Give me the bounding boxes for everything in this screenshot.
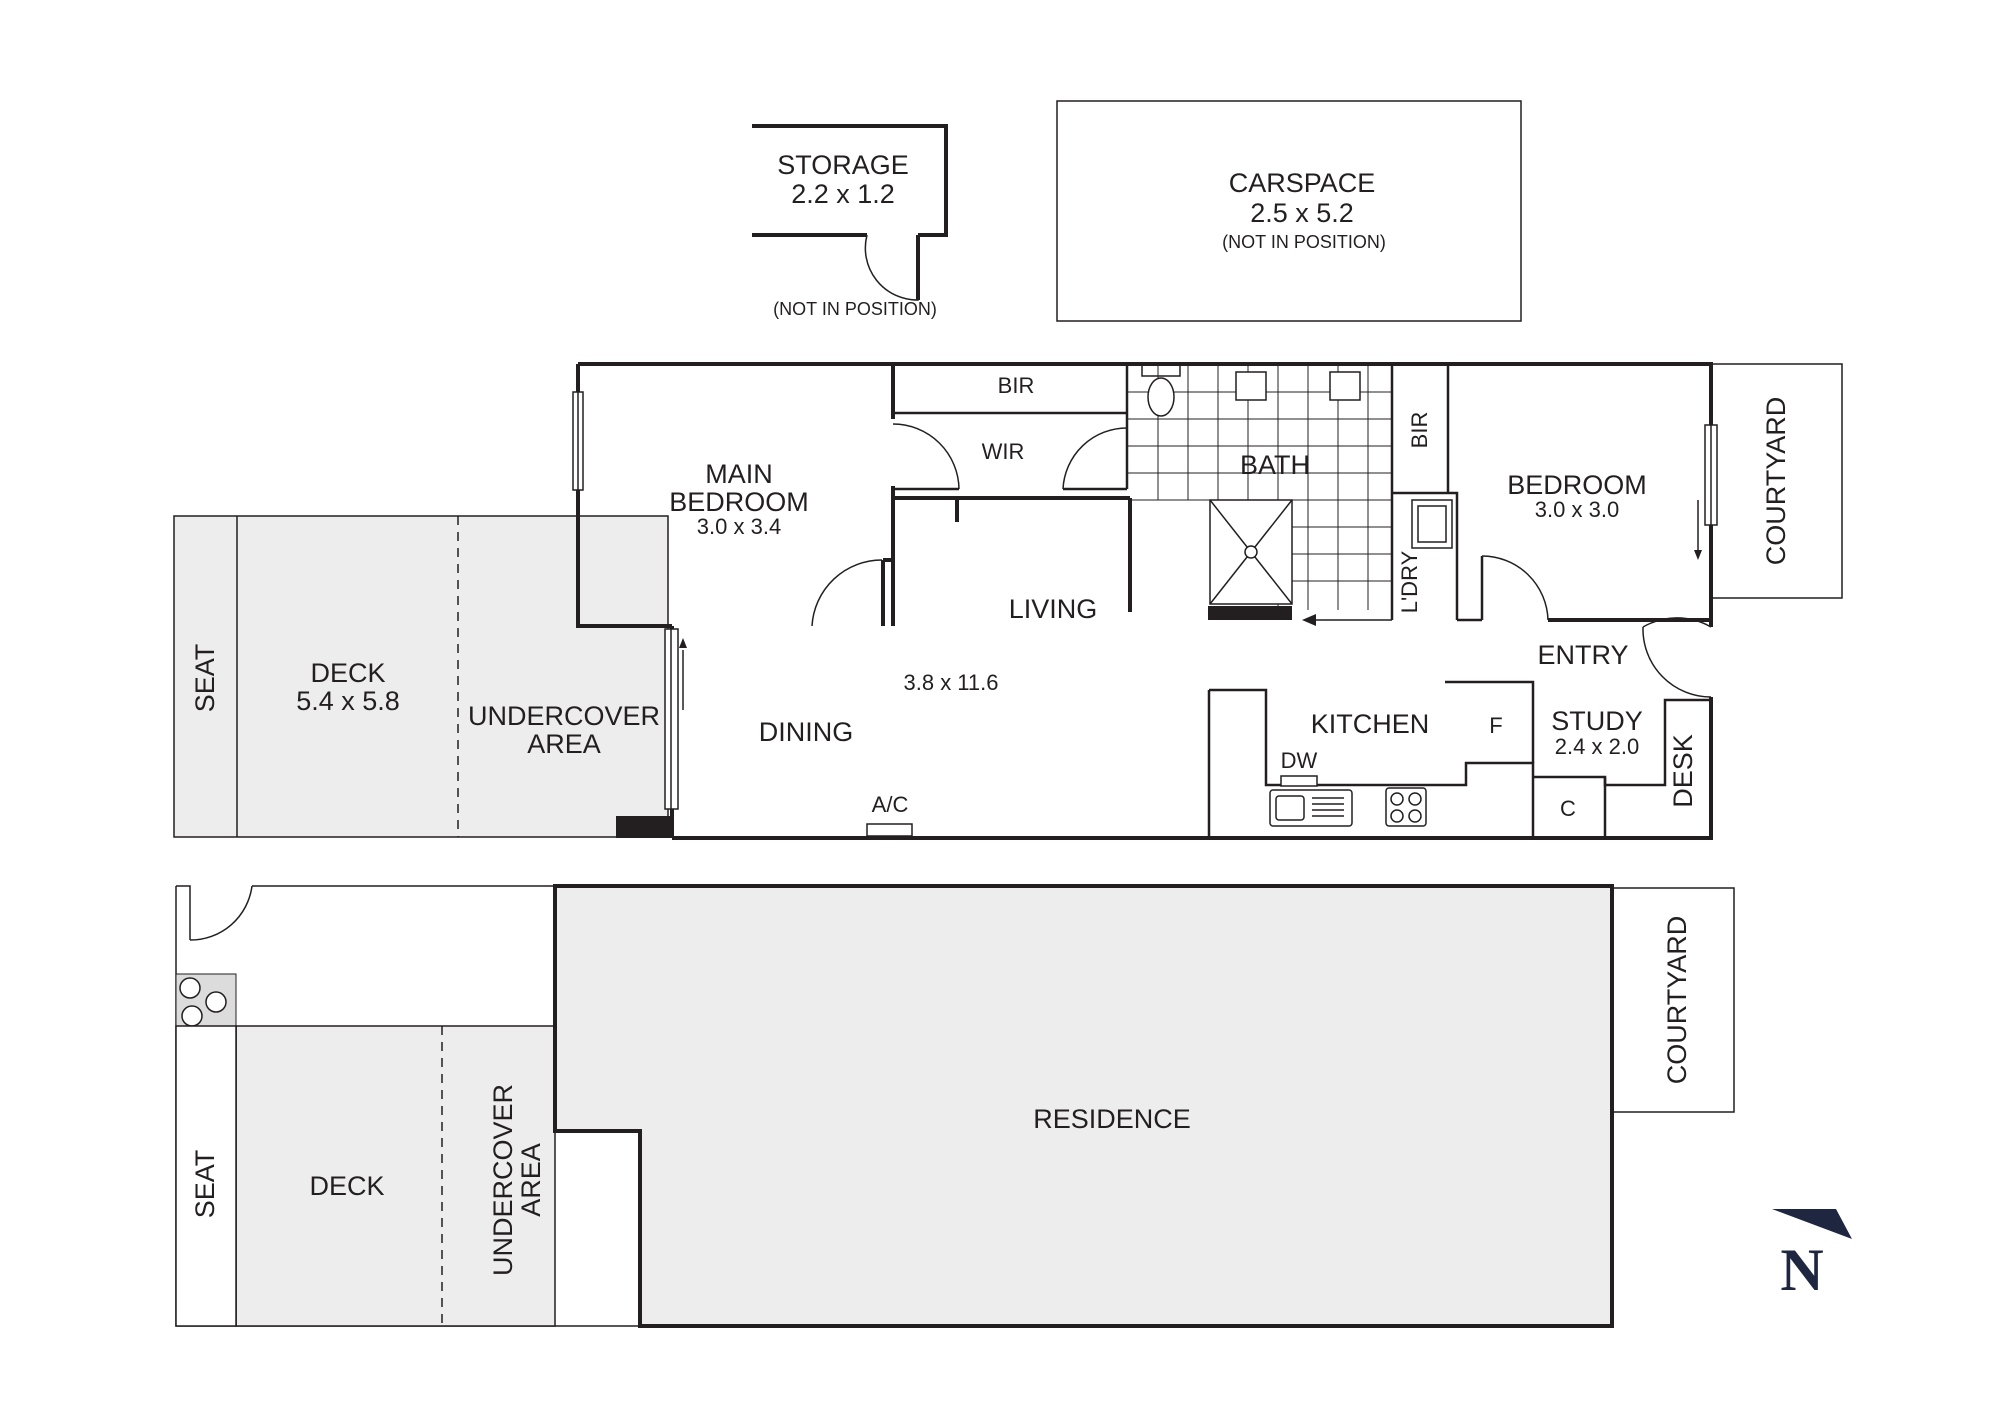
study-label: STUDY bbox=[1551, 706, 1643, 736]
laundry-label: L'DRY bbox=[1397, 550, 1422, 613]
living-size: 3.8 x 11.6 bbox=[904, 670, 999, 695]
bath-label: BATH bbox=[1240, 450, 1310, 480]
desk-label: DESK bbox=[1668, 734, 1698, 808]
site-courtyard-label: COURTYARD bbox=[1662, 916, 1692, 1085]
bir-top-label: BIR bbox=[998, 373, 1035, 398]
storage-note: (NOT IN POSITION) bbox=[773, 299, 937, 319]
bir-side-label: BIR bbox=[1407, 412, 1432, 449]
fridge-label: F bbox=[1489, 713, 1502, 738]
carspace: CARSPACE 2.5 x 5.2 (NOT IN POSITION) bbox=[1056, 100, 1522, 322]
courtyard-label: COURTYARD bbox=[1761, 397, 1791, 566]
seat-label: SEAT bbox=[190, 644, 220, 713]
residence-label: RESIDENCE bbox=[1033, 1104, 1191, 1134]
main-bedroom-label-2: BEDROOM bbox=[669, 487, 809, 517]
site-plan: DECK SEAT UNDERCOVER AREA RESIDENCE COUR… bbox=[175, 884, 1735, 1328]
deck-size: 5.4 x 5.8 bbox=[296, 686, 400, 716]
site-deck-label: DECK bbox=[309, 1171, 384, 1201]
carspace-note: (NOT IN POSITION) bbox=[1222, 232, 1386, 252]
undercover-label-1: UNDERCOVER bbox=[468, 701, 660, 731]
carspace-size: 2.5 x 5.2 bbox=[1250, 198, 1354, 228]
residence-footprint bbox=[553, 884, 1614, 1328]
dishwasher-label: DW bbox=[1281, 748, 1318, 773]
north-compass: N bbox=[1772, 1209, 1852, 1303]
bedroom-size: 3.0 x 3.0 bbox=[1535, 497, 1619, 522]
bedroom-label: BEDROOM bbox=[1507, 470, 1647, 500]
site-undercover-label-1: UNDERCOVER bbox=[488, 1084, 518, 1276]
entry-label: ENTRY bbox=[1537, 640, 1628, 670]
dining-label: DINING bbox=[759, 717, 854, 747]
site-seat-label: SEAT bbox=[190, 1150, 220, 1219]
living-label: LIVING bbox=[1009, 594, 1098, 624]
site-undercover-label-2: AREA bbox=[516, 1143, 546, 1217]
floor-plan-upper: DECK 5.4 x 5.8 SEAT UNDERCOVER AREA COUR… bbox=[173, 362, 1843, 840]
undercover-label-2: AREA bbox=[527, 729, 601, 759]
cupboard-label: C bbox=[1560, 796, 1576, 821]
ac-label: A/C bbox=[872, 792, 909, 817]
north-letter: N bbox=[1780, 1237, 1823, 1303]
main-bedroom-label-1: MAIN bbox=[705, 459, 773, 489]
bath-tiles bbox=[1128, 364, 1392, 610]
north-arrow-icon bbox=[1772, 1209, 1852, 1239]
kitchen-label: KITCHEN bbox=[1311, 709, 1430, 739]
study-size: 2.4 x 2.0 bbox=[1555, 734, 1639, 759]
wir-label: WIR bbox=[982, 439, 1025, 464]
deck-area bbox=[173, 515, 669, 838]
storage-label: STORAGE bbox=[777, 150, 909, 180]
deck-label: DECK bbox=[310, 658, 385, 688]
storage-unit: STORAGE 2.2 x 1.2 (NOT IN POSITION) bbox=[752, 124, 948, 319]
main-bedroom-size: 3.0 x 3.4 bbox=[697, 514, 781, 539]
carspace-label: CARSPACE bbox=[1229, 168, 1376, 198]
storage-size: 2.2 x 1.2 bbox=[791, 179, 895, 209]
